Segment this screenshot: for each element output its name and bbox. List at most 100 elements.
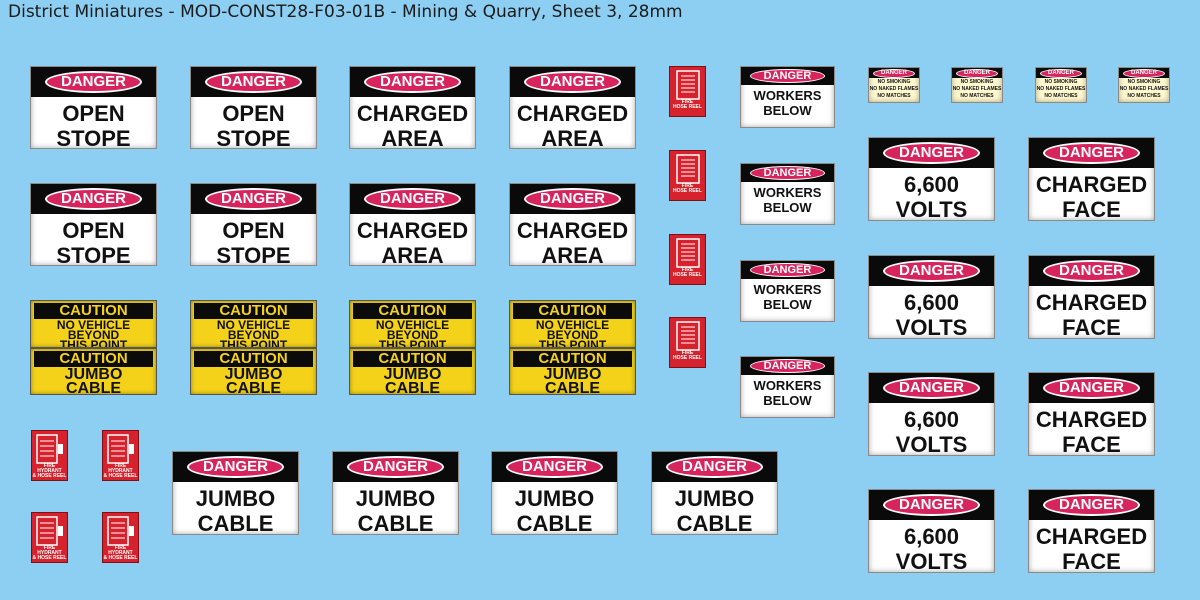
danger-label: DANGER <box>666 456 763 478</box>
danger-label: DANGER <box>750 359 825 373</box>
sign-line: STOPE <box>56 243 131 266</box>
sign-line: NO NAKED FLAMES <box>1036 86 1086 92</box>
sign-line: OPEN <box>62 218 125 243</box>
sign-line: 6,600 <box>903 407 960 432</box>
fire-hydrant-sign: FIRE HYDRANT& HOSE REEL <box>31 430 68 481</box>
danger-label: DANGER <box>883 494 980 516</box>
sign-line: BELOW <box>763 200 812 215</box>
danger-label: DANGER <box>364 188 461 210</box>
danger-label: DANGER <box>45 71 142 93</box>
sign-line: 6,600 <box>903 290 960 315</box>
sign-line: FIRE HYDRANT <box>37 545 62 556</box>
sign-line: JUMBO <box>674 486 755 511</box>
danger-label: DANGER <box>1043 142 1140 164</box>
danger-label: DANGER <box>750 166 825 180</box>
sign-line: OPEN <box>222 218 285 243</box>
sign-line: JUMBO <box>355 486 436 511</box>
sign-line: CABLE <box>544 380 601 395</box>
sign-line: JUMBO <box>195 486 276 511</box>
sign-line: WORKERS <box>753 185 822 200</box>
danger-label: DANGER <box>45 188 142 210</box>
sign-line: CABLE <box>225 380 282 395</box>
danger-label: DANGER <box>524 188 621 210</box>
sign-line: HOSE REEL <box>673 355 702 361</box>
danger-label: DANGER <box>873 68 915 78</box>
sign-line: & HOSE REEL <box>32 555 67 561</box>
caution-label: CAUTION <box>34 351 153 367</box>
sign-line: VOLTS <box>895 549 968 573</box>
hose-reel-icon <box>675 238 700 268</box>
danger-label: DANGER <box>205 188 302 210</box>
sign-line: STOPE <box>216 126 291 149</box>
sign-line: NO SMOKING <box>1044 79 1078 85</box>
sign-line: CHARGED <box>1035 290 1148 315</box>
sign-line: NO MATCHES <box>960 93 994 99</box>
danger-label: DANGER <box>524 71 621 93</box>
sign-line: CHARGED <box>356 218 469 243</box>
fire-hydrant-sign: FIRE HYDRANT& HOSE REEL <box>31 512 68 563</box>
fire-hydrant-sign: FIRE HYDRANT& HOSE REEL <box>102 512 139 563</box>
sign-line: THIS POINT <box>378 338 447 348</box>
caution-label: CAUTION <box>194 351 313 367</box>
danger-label: DANGER <box>750 69 825 83</box>
sheet-title: District Miniatures - MOD-CONST28-F03-01… <box>8 2 683 22</box>
sign-line: NO MATCHES <box>1044 93 1078 99</box>
sign-line: NO NAKED FLAMES <box>952 86 1002 92</box>
sign-line: STOPE <box>56 126 131 149</box>
sign-line: NO SMOKING <box>960 79 994 85</box>
danger-label: DANGER <box>347 456 444 478</box>
sign-line: CHARGED <box>1035 172 1148 197</box>
danger-label: DANGER <box>205 71 302 93</box>
sign-line: HOSE REEL <box>673 188 702 194</box>
sign-line: BEYOND <box>386 328 439 342</box>
sign-line: CABLE <box>65 380 122 395</box>
sign-line: CHARGED <box>516 101 629 126</box>
danger-label: DANGER <box>1040 68 1082 78</box>
sign-line: BEYOND <box>546 328 599 342</box>
sign-line: THIS POINT <box>59 338 128 348</box>
sign-line: NO VEHICLE <box>56 318 131 332</box>
danger-label: DANGER <box>1043 260 1140 282</box>
sign-line: FIRE HYDRANT <box>108 463 133 474</box>
sign-line: FACE <box>1062 432 1121 456</box>
sign-line: BELOW <box>763 393 812 408</box>
danger-label: DANGER <box>883 377 980 399</box>
hose-reel-icon <box>675 70 700 100</box>
sign-line: STOPE <box>216 243 291 266</box>
fire-hydrant-icon <box>35 434 63 464</box>
sign-line: FACE <box>1062 549 1121 573</box>
caution-label: CAUTION <box>194 303 313 319</box>
danger-label: DANGER <box>750 263 825 277</box>
sign-line: CABLE <box>676 511 753 535</box>
sign-line: NO VEHICLE <box>535 318 610 332</box>
sign-line: FIRE <box>681 350 694 356</box>
danger-label: DANGER <box>1043 494 1140 516</box>
sign-line: WORKERS <box>753 282 822 297</box>
sign-line: NO MATCHES <box>1127 93 1161 99</box>
sign-line: JUMBO <box>383 366 442 383</box>
sign-line: CHARGED <box>356 101 469 126</box>
sign-line: HOSE REEL <box>673 104 702 110</box>
